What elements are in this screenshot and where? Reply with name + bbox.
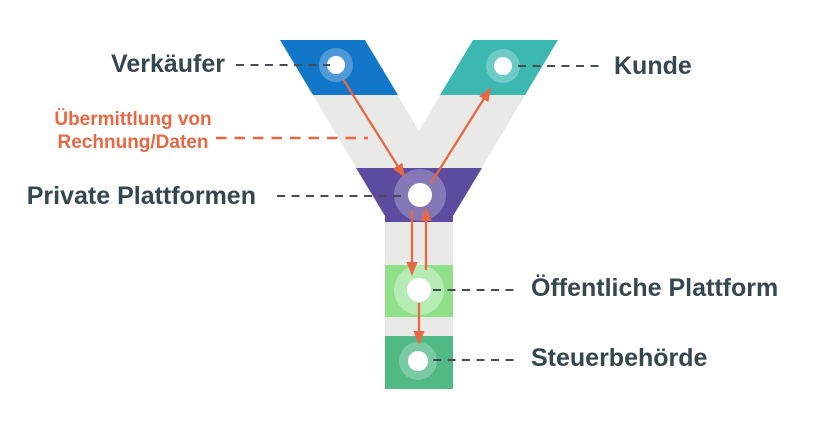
customer-node-icon — [486, 49, 520, 83]
flow-annotation-line1: Übermittlung von — [54, 109, 212, 130]
tax-authority-node-icon — [399, 342, 437, 380]
public-platform-label: Öffentliche Plattform — [531, 274, 779, 302]
flow-arrows — [342, 78, 492, 345]
arrow-private-to-customer — [430, 87, 492, 184]
seller-node-icon — [319, 48, 353, 82]
arrow-seller-to-private — [342, 78, 406, 178]
customer-label: Kunde — [614, 52, 692, 80]
label-connectors — [236, 64, 604, 361]
public-platform-node-icon — [394, 265, 444, 315]
flow-annotation-line2: Rechnung/Daten — [57, 132, 209, 153]
private-platforms-node-icon — [394, 169, 446, 221]
seller-label: Verkäufer — [111, 50, 225, 78]
flow-annotation-label: Übermittlung von Rechnung/Daten — [30, 108, 236, 154]
tax-authority-label: Steuerbehörde — [531, 344, 708, 372]
private-platforms-label: Private Plattformen — [26, 182, 256, 210]
